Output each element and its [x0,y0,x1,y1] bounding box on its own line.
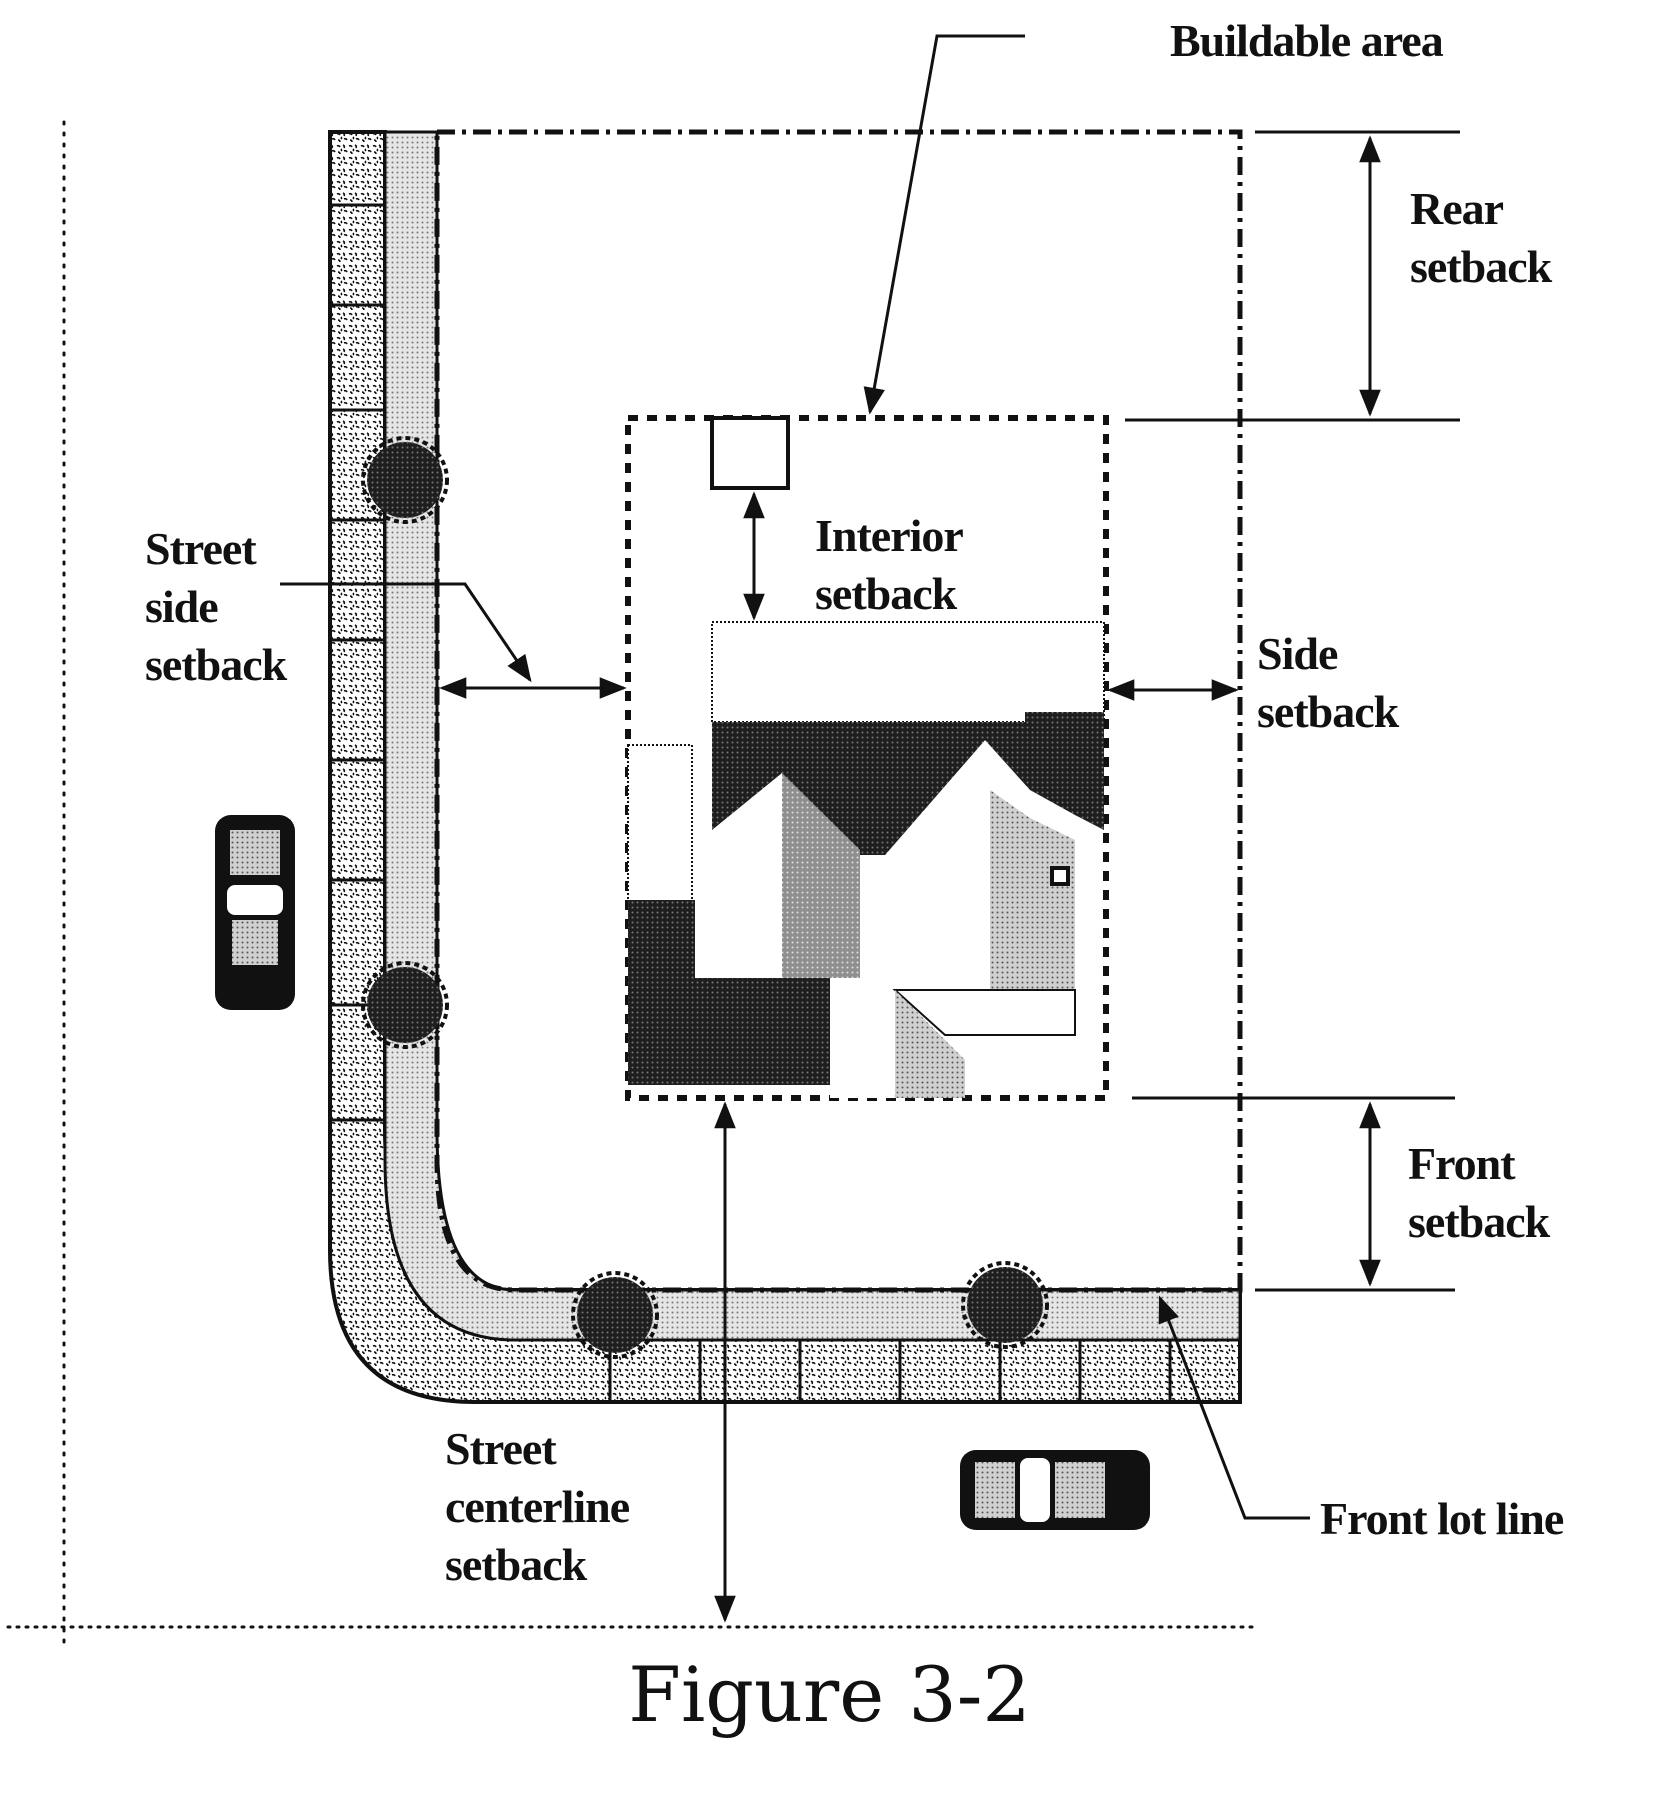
label-line: setback [1408,1196,1550,1247]
label-side-setback: Side setback [1257,625,1399,741]
figure-caption: Figure 3-2 [628,1650,1031,1739]
accessory-structure [710,416,790,490]
label-interior-setback: Interior setback [815,507,964,623]
parkway-strip [383,130,1242,1342]
label-street-centerline-setback: Street centerline setback [445,1420,630,1594]
label-front-setback: Front setback [1408,1135,1550,1251]
label-line: Side [1257,628,1338,679]
label-line: setback [145,639,287,690]
tree-icon [361,961,449,1049]
label-front-lot-line: Front lot line [1320,1493,1564,1544]
label-line: side [145,581,219,632]
label-line: centerline [445,1481,630,1532]
label-street-side-setback: Street side setback [145,520,287,694]
tree-icon [961,1261,1049,1349]
label-line: Interior [815,510,964,561]
label-line: Front [1408,1138,1516,1189]
label-line: setback [1257,686,1399,737]
front-lot-line-leader [1158,1295,1310,1520]
buildable-area-leader [863,34,1025,415]
label-line: setback [815,568,957,619]
lot-boundary [434,129,1243,1293]
street-side-setback-leader [280,582,532,683]
car-icon [215,815,295,1010]
house [627,621,1105,1098]
label-line: Street [145,523,257,574]
tree-icon [571,1271,659,1359]
label-rear-setback: Rear setback [1410,180,1552,296]
label-line: Rear [1410,183,1504,234]
tree-icon [361,436,449,524]
label-line: Street [445,1423,557,1474]
car-icon [960,1450,1150,1530]
label-buildable-area: Buildable area [1170,15,1444,66]
label-line: setback [445,1539,587,1590]
label-line: setback [1410,241,1552,292]
